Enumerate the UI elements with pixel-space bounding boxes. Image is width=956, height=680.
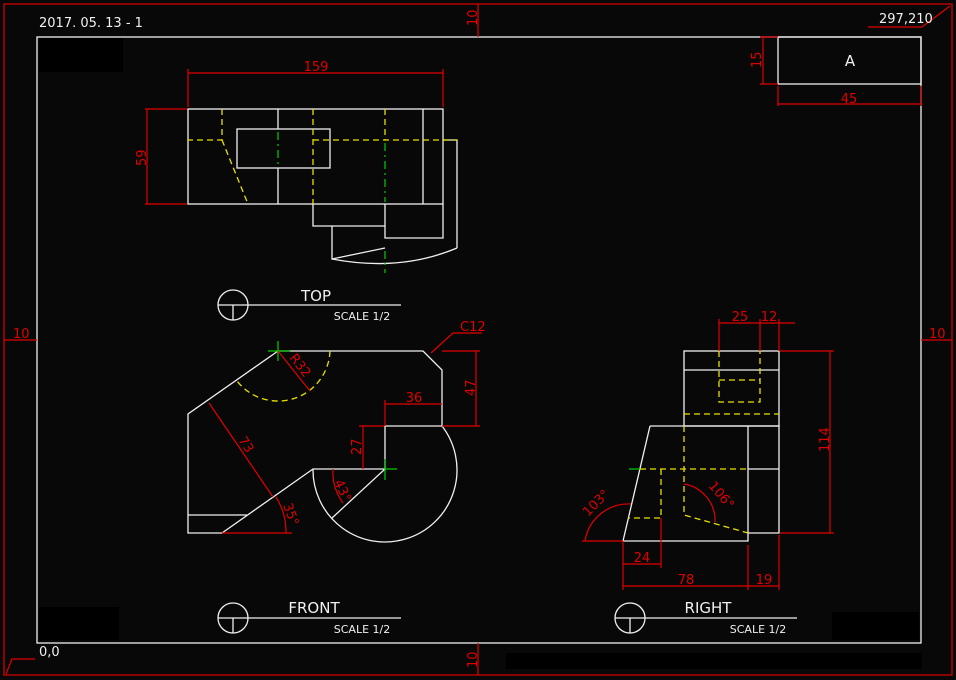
front-view[interactable]: 73 R32 C12 47 36 27 35° 43° (187, 320, 486, 543)
front-view-label: FRONT SCALE 1/2 (217, 599, 401, 636)
right-width-dim: 19 (756, 573, 773, 588)
view-title: TOP (300, 287, 331, 305)
right-view[interactable]: 25 12 114 24 78 19 103° 106° (580, 310, 834, 590)
title-block: A 15 45 (750, 36, 922, 107)
date-label: 2017. 05. 13 - 1 (39, 16, 143, 31)
view-scale: SCALE 1/2 (334, 310, 390, 323)
title-height-dim: 15 (750, 51, 765, 68)
size-leader (868, 5, 951, 28)
right-slot-dim: 25 (732, 310, 749, 325)
right-base-dim: 78 (678, 573, 695, 588)
margin-left-label: 10 (13, 327, 30, 342)
right-height-dim: 114 (818, 427, 833, 452)
title-width-dim: 45 (841, 92, 858, 107)
top-height-dim: 59 (135, 149, 150, 166)
top-view-label: TOP SCALE 1/2 (217, 287, 401, 323)
origin-leader (5, 658, 35, 675)
top-width-dim: 159 (304, 60, 329, 75)
outer-frame (3, 3, 953, 676)
margin-top-label: 10 (466, 9, 481, 26)
title-letter: A (845, 52, 856, 70)
view-scale: SCALE 1/2 (334, 623, 390, 636)
front-step-height-dim: 27 (350, 438, 365, 455)
front-chamfer-dim: C12 (460, 320, 486, 335)
right-angle-left: 103° (580, 487, 613, 520)
right-offset-dim: 12 (761, 310, 778, 325)
margin-right-label: 10 (929, 327, 946, 342)
blank-patch (39, 38, 123, 72)
inner-border (36, 36, 922, 644)
right-inner-dim: 24 (634, 551, 651, 566)
view-title: FRONT (288, 599, 340, 617)
margin-bottom-label: 10 (466, 651, 481, 668)
front-height-dim: 47 (464, 379, 479, 396)
origin-label: 0,0 (39, 645, 60, 660)
right-view-label: RIGHT SCALE 1/2 (614, 599, 797, 636)
front-length-dim: 73 (235, 434, 257, 456)
blank-patch (39, 607, 119, 640)
blank-patch (832, 612, 919, 640)
front-step-width-dim: 36 (406, 391, 423, 406)
view-scale: SCALE 1/2 (730, 623, 786, 636)
top-view[interactable]: 159 59 (135, 60, 458, 273)
size-label: 297,210 (879, 12, 933, 27)
view-title: RIGHT (685, 599, 733, 617)
blank-patch (506, 653, 922, 669)
right-angle-inner: 106° (705, 479, 737, 513)
front-angle-bottom: 35° (279, 501, 301, 528)
